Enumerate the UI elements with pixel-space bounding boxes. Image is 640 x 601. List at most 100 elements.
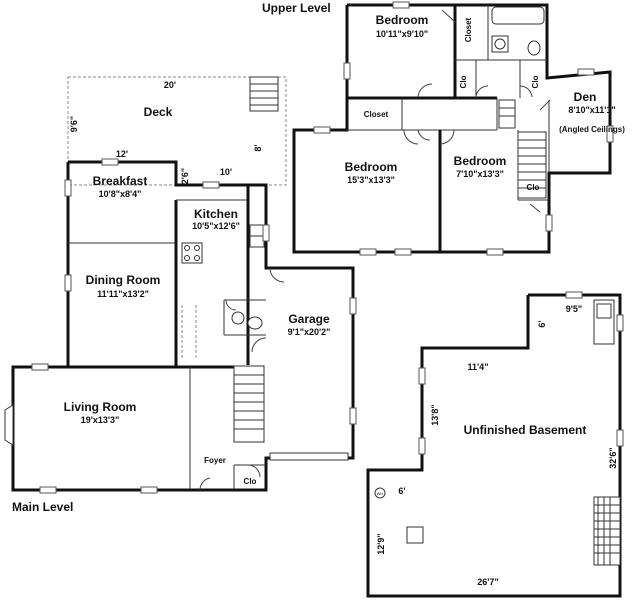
burner-icon (194, 245, 200, 251)
deck-jog-dim: 2'6" (180, 168, 190, 184)
door-icon (225, 299, 237, 311)
window-icon (394, 248, 412, 256)
breakfast-dim: 10'8"x8'4" (99, 189, 142, 199)
basement-right-dim: 32'6" (608, 447, 618, 468)
garage-name: Garage (288, 312, 330, 326)
window-icon (349, 297, 357, 315)
window-icon (606, 125, 614, 143)
window-icon (313, 126, 331, 134)
living-name: Living Room (64, 400, 137, 414)
window-icon (64, 274, 72, 292)
powder-sink-icon (231, 311, 245, 325)
window-icon (486, 248, 504, 256)
den-note: (Angled Ceilings) (559, 125, 625, 134)
living-dim: 19'x13'3" (81, 415, 120, 425)
fireplace-icon (4, 404, 14, 446)
basement-stairs-icon (593, 496, 621, 566)
clo-main-label: Clo (244, 477, 257, 486)
door-icon (247, 464, 261, 478)
clo-upper-b-label: Clo (531, 75, 540, 88)
basement-inner-dim: 6' (398, 486, 405, 496)
basement-top-right-dim: 9'5" (566, 304, 582, 314)
basement-left-lower-dim: 12'9" (376, 533, 386, 554)
deck-width-dim: 20' (164, 80, 176, 90)
bedroom-left-dim: 15'3"x13'3" (347, 175, 395, 185)
powder-toilet-icon (247, 316, 263, 330)
door-icon (519, 85, 533, 98)
garage-door-icon (269, 452, 349, 461)
kitchen-width-dim: 10' (220, 167, 232, 177)
breakfast-width-dim: 12' (116, 149, 128, 159)
water-heater-label: WH (377, 491, 384, 496)
kitchen-name: Kitchen (194, 207, 238, 221)
door-icon (199, 477, 211, 491)
basement-left-upper-dim: 13'8" (430, 404, 440, 425)
water-heater-icon (374, 487, 386, 499)
basement-bottom-dim: 26'7" (477, 577, 498, 587)
basement-upper-dim: 11'4" (468, 362, 489, 372)
upper-level-label: Upper Level (262, 1, 331, 15)
burner-icon (184, 245, 190, 251)
window-icon (31, 363, 49, 371)
door-icon (439, 129, 455, 145)
window-icon (565, 291, 583, 299)
den-dim: 8'10"x11'1" (568, 105, 615, 115)
door-icon (417, 83, 433, 98)
main-level: 20' 9'6" 8' 12' 2'6" 10' Deck Breakfast … (4, 76, 357, 514)
door-icon (441, 9, 456, 23)
window-icon (202, 181, 220, 189)
window-icon (577, 68, 595, 76)
door-icon (475, 85, 489, 98)
dining-dim: 11'11"x13'2" (97, 289, 149, 299)
deck-stairs-icon (249, 76, 279, 112)
window-icon (616, 314, 624, 332)
kitchen-dim: 10'5"x12'6" (192, 221, 240, 231)
window-icon (418, 367, 426, 385)
chimney-icon (406, 526, 424, 544)
main-stairs-icon (233, 365, 265, 443)
window-icon (349, 407, 357, 425)
window-icon (64, 179, 72, 197)
clo-upper-c-label: Clo (527, 183, 540, 192)
bathtub-icon (491, 6, 545, 25)
garage-dim: 9'1"x20'2" (288, 327, 331, 337)
burner-icon (194, 255, 200, 261)
upper-level: Upper Level (262, 1, 625, 256)
deck-side-dim: 8' (253, 144, 263, 151)
breakfast-name: Breakfast (93, 174, 148, 188)
toilet-icon (527, 40, 541, 56)
window-icon (359, 248, 377, 256)
window-icon (343, 62, 351, 80)
window-icon (262, 224, 270, 242)
door-icon (251, 337, 267, 353)
burner-icon (184, 255, 190, 261)
clo-upper-a-label: Clo (459, 75, 468, 88)
sink-bowl-icon (494, 38, 506, 50)
door-icon (269, 267, 285, 283)
bedroom-right-dim: 7'10"x13'3" (456, 169, 504, 179)
deck-depth-dim: 9'6" (69, 116, 79, 132)
closet-vertical-label: Closet (464, 17, 473, 42)
basement-level: WH 9'5" 6' 11'4" 13'8" 32'6" 6' 12'9" 26… (366, 291, 624, 598)
window-icon (418, 437, 426, 455)
window-icon (101, 158, 119, 166)
door-icon (403, 129, 419, 145)
bedroom-top-dim: 10'11"x9'10" (376, 29, 428, 39)
main-level-label: Main Level (12, 500, 73, 514)
door-icon (529, 203, 541, 213)
window-icon (616, 429, 624, 447)
foyer-label: Foyer (204, 456, 226, 465)
basement-outer-wall (366, 293, 622, 598)
window-icon (140, 486, 158, 494)
window-icon (39, 486, 57, 494)
basement-notch-dim: 6' (537, 320, 547, 327)
main-outer-wall (11, 160, 355, 492)
window-icon (392, 1, 410, 9)
washer-icon (596, 303, 612, 319)
upper-stairs-icon (498, 99, 547, 199)
door-icon (539, 99, 551, 111)
closet-upper-label: Closet (364, 110, 389, 119)
bedroom-top-name: Bedroom (376, 13, 429, 27)
dining-name: Dining Room (86, 273, 161, 287)
